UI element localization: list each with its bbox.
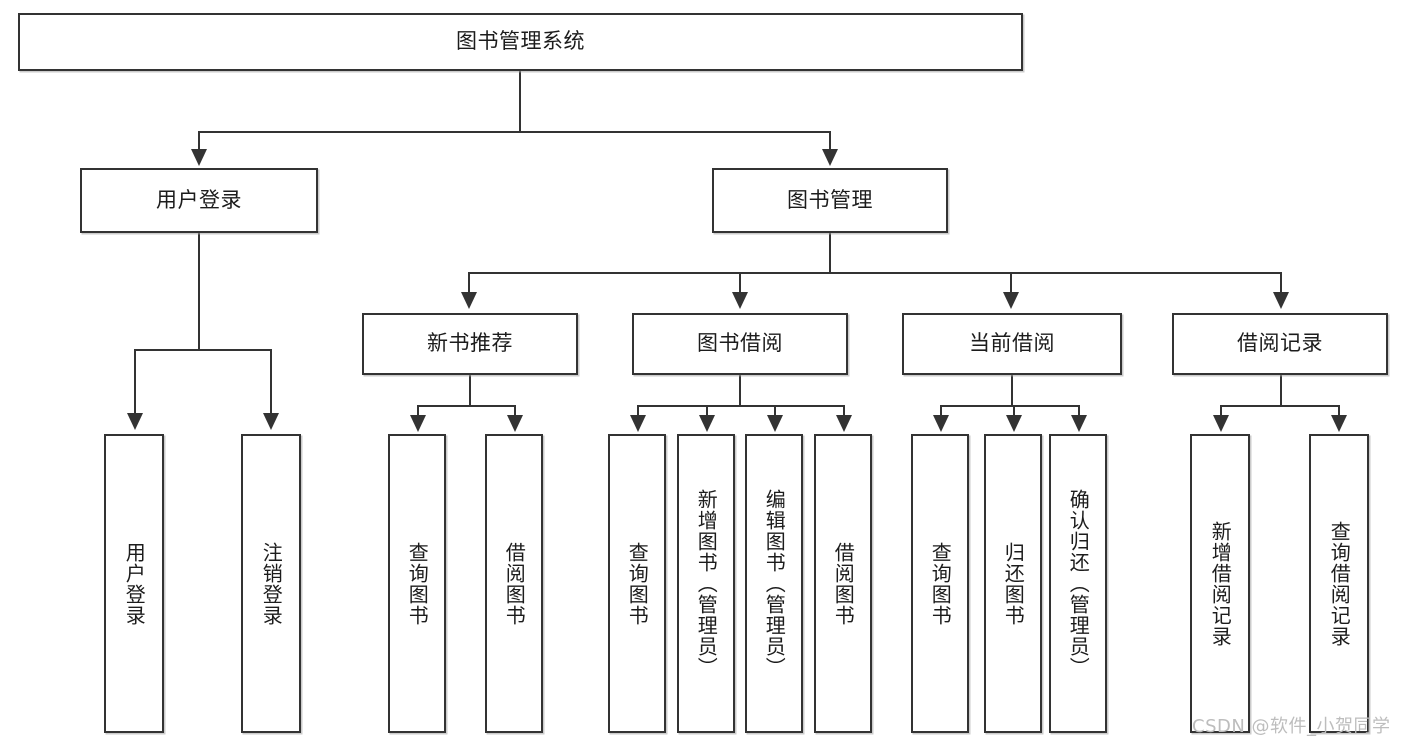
leaf-query-book-recommend[interactable]: 查询图书: [388, 434, 446, 733]
node-user-login[interactable]: 用户登录: [80, 168, 318, 233]
leaf-logout-login[interactable]: 注销登录: [241, 434, 301, 733]
connector-new-book-branch-1: [417, 405, 419, 417]
leaf-label: 归还图书: [1001, 541, 1026, 626]
leaf-label: 新增借阅记录: [1208, 520, 1233, 647]
connector-book-mgmt-branch-3: [1010, 272, 1012, 294]
arrow-borrow-record: [1273, 292, 1289, 309]
node-label: 图书管理: [787, 187, 873, 212]
connector-root-to-user-login: [198, 131, 200, 151]
node-label: 新书推荐: [427, 331, 513, 356]
leaf-query-book-borrow[interactable]: 查询图书: [608, 434, 666, 733]
leaf-label: 注销登录: [259, 541, 284, 626]
leaf-add-borrow-record[interactable]: 新增借阅记录: [1190, 434, 1250, 733]
leaf-label: 用户登录: [122, 541, 147, 626]
arrow-root-to-book-mgmt: [822, 149, 838, 166]
leaf-return-book[interactable]: 归还图书: [984, 434, 1042, 733]
connector-borrow-record-branch-1: [1220, 405, 1222, 417]
arrow-current-borrow: [1003, 292, 1019, 309]
connector-user-login-bus: [134, 349, 272, 351]
leaf-query-book-current[interactable]: 查询图书: [911, 434, 969, 733]
leaf-confirm-return-admin[interactable]: 确认归还（管理员）: [1049, 434, 1107, 733]
connector-borrow-record-bus: [1220, 405, 1340, 407]
leaf-query-borrow-record[interactable]: 查询借阅记录: [1309, 434, 1369, 733]
arrow-book-borrow: [732, 292, 748, 309]
node-book-management-system[interactable]: 图书管理系统: [18, 13, 1023, 71]
node-label: 图书借阅: [697, 331, 783, 356]
arrow-leaf-query-book-2: [630, 415, 646, 432]
connector-new-book-branch-2: [514, 405, 516, 417]
leaf-add-book-admin[interactable]: 新增图书（管理员）: [677, 434, 735, 733]
connector-book-mgmt-branch-2: [739, 272, 741, 294]
arrow-new-book-recommend: [461, 292, 477, 309]
connector-borrow-record-stem: [1280, 375, 1282, 407]
arrow-leaf-query-book-1: [410, 415, 426, 432]
connector-new-book-bus: [417, 405, 516, 407]
node-book-management[interactable]: 图书管理: [712, 168, 948, 233]
connector-book-borrow-branch-4: [843, 405, 845, 417]
node-label: 用户登录: [156, 187, 242, 212]
leaf-borrow-book[interactable]: 借阅图书: [814, 434, 872, 733]
connector-user-login-stem: [198, 233, 200, 351]
leaf-label: 查询图书: [405, 541, 430, 626]
connector-book-borrow-stem: [739, 375, 741, 407]
leaf-label: 借阅图书: [831, 541, 856, 626]
connector-book-borrow-bus: [637, 405, 843, 407]
connector-book-borrow-branch-2: [706, 405, 708, 417]
arrow-leaf-borrow-book-1: [507, 415, 523, 432]
node-borrow-record[interactable]: 借阅记录: [1172, 313, 1388, 375]
connector-root-stem: [519, 71, 521, 133]
node-label: 借阅记录: [1237, 331, 1323, 356]
leaf-edit-book-admin[interactable]: 编辑图书（管理员）: [745, 434, 803, 733]
arrow-leaf-query-book-3: [933, 415, 949, 432]
connector-current-borrow-stem: [1011, 375, 1013, 407]
connector-current-borrow-branch-2: [1013, 405, 1015, 417]
arrow-leaf-user-login: [127, 413, 143, 430]
arrow-leaf-return-book: [1006, 415, 1022, 432]
leaf-borrow-book-recommend[interactable]: 借阅图书: [485, 434, 543, 733]
leaf-label: 查询图书: [928, 541, 953, 626]
leaf-label: 查询图书: [625, 541, 650, 626]
connector-borrow-record-branch-2: [1338, 405, 1340, 417]
leaf-label: 借阅图书: [502, 541, 527, 626]
connector-book-mgmt-branch-1: [468, 272, 470, 294]
arrow-leaf-add-book: [699, 415, 715, 432]
arrow-leaf-edit-book: [767, 415, 783, 432]
connector-current-borrow-branch-1: [940, 405, 942, 417]
connector-book-borrow-branch-1: [637, 405, 639, 417]
connector-user-login-branch-2: [270, 349, 272, 415]
connector-book-mgmt-stem: [829, 233, 831, 274]
arrow-leaf-confirm-return: [1071, 415, 1087, 432]
arrow-leaf-borrow-book-2: [836, 415, 852, 432]
connector-root-to-book-mgmt: [829, 131, 831, 151]
node-label: 图书管理系统: [456, 29, 585, 54]
connector-book-mgmt-bus: [468, 272, 1280, 274]
connector-current-borrow-branch-3: [1078, 405, 1080, 417]
connector-user-login-branch-1: [134, 349, 136, 415]
connector-new-book-stem: [469, 375, 471, 407]
node-current-borrow[interactable]: 当前借阅: [902, 313, 1122, 375]
node-book-borrow[interactable]: 图书借阅: [632, 313, 848, 375]
leaf-user-login[interactable]: 用户登录: [104, 434, 164, 733]
arrow-leaf-logout-login: [263, 413, 279, 430]
arrow-leaf-add-borrow-record: [1213, 415, 1229, 432]
leaf-label: 新增图书（管理员）: [694, 489, 719, 678]
connector-current-borrow-bus: [940, 405, 1079, 407]
connector-book-mgmt-branch-4: [1280, 272, 1282, 294]
leaf-label: 确认归还（管理员）: [1066, 489, 1091, 678]
leaf-label: 查询借阅记录: [1327, 520, 1352, 647]
node-new-book-recommend[interactable]: 新书推荐: [362, 313, 578, 375]
arrow-leaf-query-borrow-record: [1331, 415, 1347, 432]
leaf-label: 编辑图书（管理员）: [762, 489, 787, 678]
arrow-root-to-user-login: [191, 149, 207, 166]
connector-root-bus: [198, 131, 831, 133]
node-label: 当前借阅: [969, 331, 1055, 356]
connector-book-borrow-branch-3: [774, 405, 776, 417]
